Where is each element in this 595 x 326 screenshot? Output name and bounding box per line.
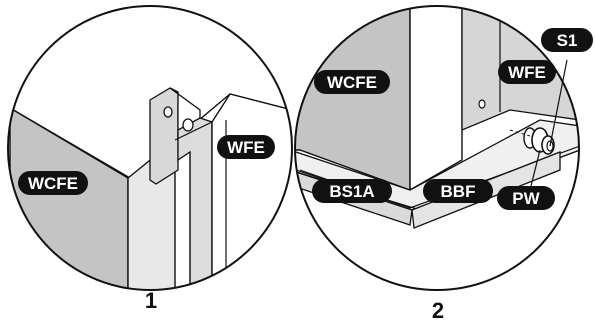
label-wcfe-1: WCFE [18,171,88,195]
label-wfe-1: WFE [217,135,275,159]
label-s1: S1 [541,28,593,52]
panel-hole [478,99,486,109]
label-wcfe-2: WCFE [314,70,390,94]
svg-text:WCFE: WCFE [28,174,78,193]
detail-1-circle: WCFE WFE [7,5,293,291]
svg-text:PW: PW [512,189,540,208]
detail-number-2: 2 [432,298,444,323]
detail-number-1: 1 [145,288,157,313]
label-wfe-2: WFE [498,60,556,84]
bracket [149,87,179,185]
label-bbf: BBF [423,179,493,203]
svg-text:S1: S1 [557,31,578,50]
detail-2-circle: WCFE WFE S1 BS1A BBF PW [294,5,593,291]
label-pw: PW [497,186,555,210]
screw [509,127,555,155]
bracket-hole [182,118,194,132]
svg-text:WFE: WFE [508,63,546,82]
svg-text:BS1A: BS1A [329,182,374,201]
svg-text:WFE: WFE [227,138,265,157]
label-bs1a: BS1A [312,179,392,203]
svg-text:WCFE: WCFE [327,73,377,92]
svg-text:BBF: BBF [441,182,476,201]
bracket-hole [163,106,173,118]
